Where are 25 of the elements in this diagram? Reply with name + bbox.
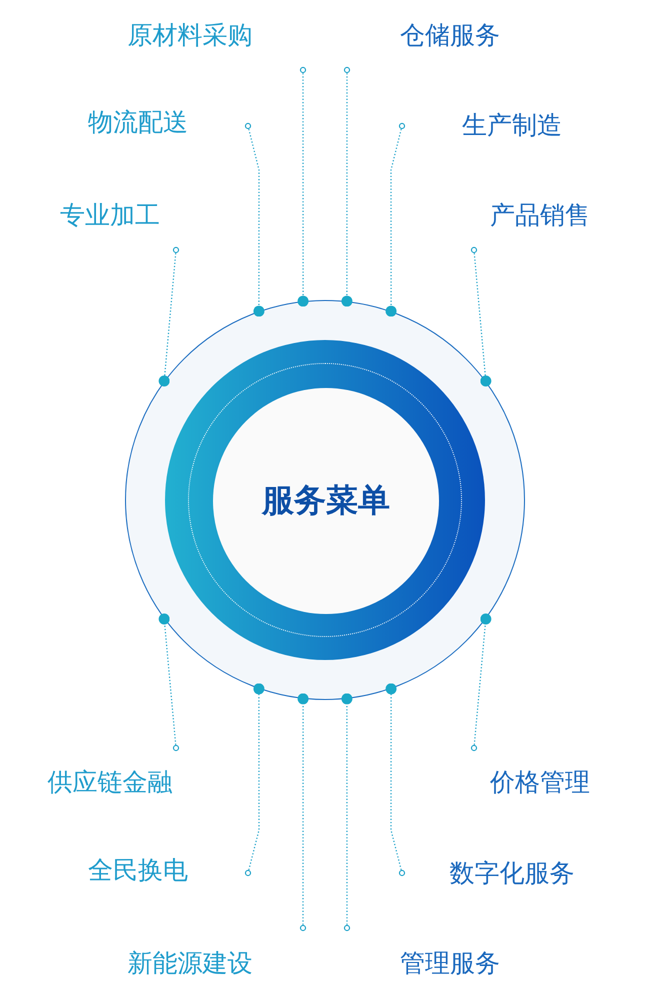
service-label: 全民换电: [88, 854, 188, 886]
leader-line: [158, 614, 180, 752]
service-label: 供应链金融: [48, 766, 172, 798]
leader-line: [470, 246, 492, 386]
leader-line: [244, 122, 264, 317]
leader-line: [470, 614, 492, 752]
service-label: 新能源建设: [128, 946, 252, 980]
service-label: 仓储服务: [400, 18, 500, 52]
service-label: 价格管理: [490, 766, 590, 798]
service-label: 管理服务: [400, 946, 500, 980]
service-label: 产品销售: [490, 198, 590, 232]
leader-line: [158, 246, 180, 386]
service-label: 物流配送: [88, 106, 188, 138]
service-label: 数字化服务: [450, 856, 574, 890]
leader-line: [298, 693, 309, 932]
service-label: 原材料采购: [128, 18, 252, 52]
service-label: 生产制造: [462, 108, 562, 142]
service-label: 专业加工: [60, 198, 160, 232]
leader-line: [386, 683, 406, 876]
center-title: 服务菜单: [262, 480, 390, 521]
leader-line: [341, 66, 352, 307]
leader-line: [244, 683, 264, 876]
leader-line: [341, 693, 352, 932]
leader-line: [386, 122, 406, 317]
leader-line: [298, 66, 309, 307]
